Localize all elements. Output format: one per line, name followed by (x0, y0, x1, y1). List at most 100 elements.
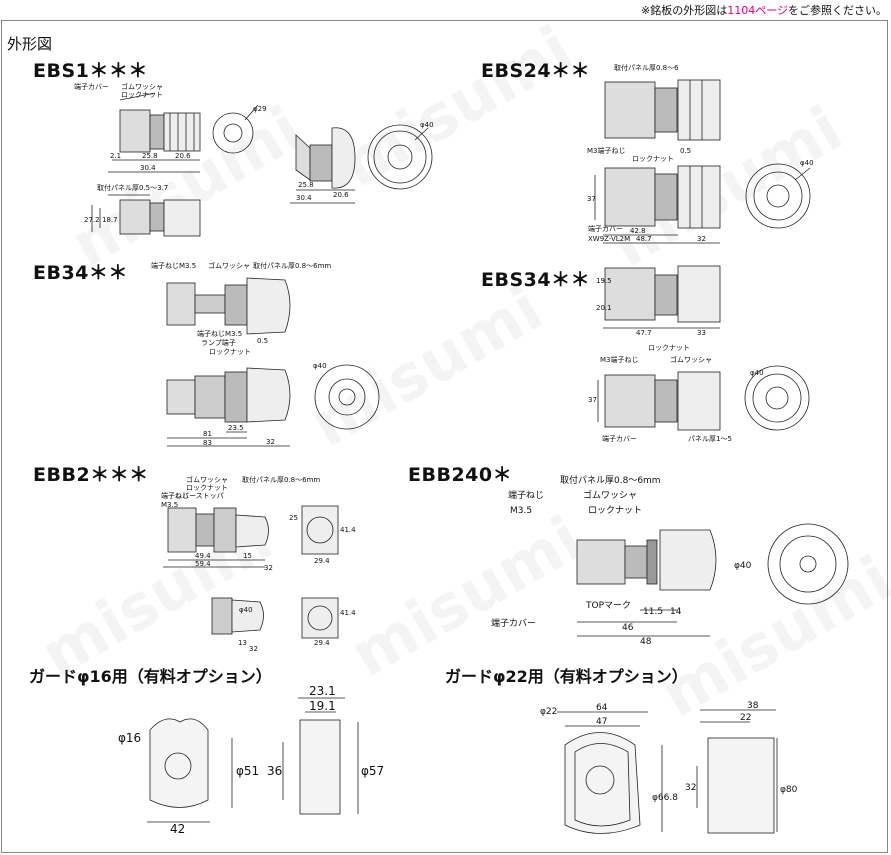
label: 取付パネル厚0.8～6mm (560, 475, 661, 486)
dim: 49.4 (195, 552, 211, 560)
dim: 42 (170, 822, 185, 836)
dim: 48 (640, 637, 652, 647)
dim: φ16 (118, 731, 141, 745)
label: 取付パネル厚0.8～6 (614, 63, 679, 72)
label: パネル厚1～5 (688, 435, 732, 443)
dim: 46 (622, 623, 634, 633)
label: ロックナット (186, 484, 228, 492)
label: M3端子ねじ (587, 146, 626, 155)
dim: 20.1 (596, 304, 612, 312)
ebs1-panel-view (91, 194, 201, 237)
note-prefix: ※銘板の外形図は (641, 4, 728, 17)
dim: 37 (587, 195, 596, 203)
dim: φ40 (800, 159, 814, 167)
label: 取付パネル厚0.8～6mm (253, 261, 331, 270)
label: ロックナット (588, 505, 642, 516)
ebs1-mushroom-side (290, 127, 356, 204)
dim: 20.6 (333, 191, 349, 199)
dimension-labels-large: 取付パネル厚0.8～6mm 端子ねじ ゴムワッシャ M3.5 ロックナット TO… (491, 475, 752, 647)
dim: 32 (685, 783, 696, 793)
ebb2-lever-view (211, 597, 339, 639)
dim: 41.4 (340, 526, 356, 534)
label: TOPマーク (585, 600, 631, 611)
dim: φ80 (780, 785, 798, 795)
dim: φ40 (750, 369, 764, 377)
model-eb34-title: EB34＊＊ (33, 262, 128, 284)
dim: 15 (243, 552, 252, 560)
ebb2-front-view (301, 505, 339, 555)
ebs24-top-view (604, 79, 721, 141)
label: レバーストッパ (175, 492, 224, 500)
label: 端子カバー (74, 82, 109, 91)
guard16-side-view (282, 697, 359, 815)
dim: 13 (238, 639, 247, 647)
eb34-side-view (166, 277, 291, 335)
guard22-side-view (696, 709, 778, 834)
dim: 29.4 (314, 639, 330, 647)
model-ebs34-title: EBS34＊＊ (481, 269, 591, 291)
label: 端子カバー (602, 434, 637, 443)
dim: 0.5 (257, 337, 268, 345)
dim: φ29 (253, 105, 267, 113)
label: ランプ端子 (201, 338, 236, 347)
dim: φ57 (361, 764, 384, 778)
guard-22-title: ガードφ22用（有料オプション） (445, 667, 688, 686)
dim: 81 (203, 430, 212, 438)
dim: φ40 (313, 362, 327, 370)
catalog-note: ※銘板の外形図は1104ページをご参照ください。 (641, 2, 887, 18)
note-page-link[interactable]: 1104ページ (727, 4, 788, 17)
dim: 32 (266, 438, 275, 446)
label: 端子ねじ (508, 489, 544, 501)
dim: 18.7 (102, 216, 118, 224)
dim: 23.5 (228, 424, 244, 432)
ebs1-mushroom-front (367, 124, 433, 190)
ebs24-side-view (594, 165, 721, 244)
dim: 19.5 (596, 277, 612, 285)
guard22-dimension-labels: 64 47 φ22 38 22 32 φ66.8 φ80 (540, 701, 798, 803)
guard-16-title: ガードφ16用（有料オプション） (29, 667, 272, 686)
label: ロックナット (209, 348, 251, 356)
dim: 11.5 (643, 607, 663, 617)
model-ebb2-title: EBB2＊＊＊ (33, 464, 149, 486)
label: M3.5 (510, 506, 532, 516)
label: ゴムワッシャ (583, 489, 637, 501)
section-title: 外形図 (7, 35, 53, 53)
ebb240-side-view (576, 529, 717, 637)
dim: φ51 (236, 764, 259, 778)
dim: 59.4 (195, 560, 211, 568)
dim: φ40 (420, 121, 434, 129)
dim: 20.6 (175, 152, 191, 160)
eb34-front-view (314, 364, 380, 430)
dim: 41.4 (340, 609, 356, 617)
drawing-frame (1, 20, 888, 853)
dim: 30.4 (140, 164, 156, 172)
label: ゴムワッシャ (208, 261, 250, 270)
ebb2-side-view (163, 507, 269, 568)
label: XW9Z-VL2M (588, 235, 630, 243)
label: M3.5 (161, 501, 178, 509)
label: 端子ねじ (161, 491, 189, 500)
label: 端子ねじM3.5 (151, 261, 196, 270)
model-ebs1-title: EBS1＊＊＊ (33, 60, 148, 82)
label: ロックナット (632, 155, 674, 163)
label: ゴムワッシャ (670, 355, 712, 364)
dim: 83 (203, 439, 212, 447)
dim: 0.5 (680, 147, 691, 155)
dim: 36 (267, 764, 282, 778)
dim: 42.8 (630, 227, 646, 235)
dim: 19.1 (309, 699, 336, 713)
label: ゴムワッシャ (121, 82, 163, 91)
dim: 47 (596, 717, 607, 727)
guard22-front-view (557, 711, 663, 834)
guard-dimension-labels: φ16 φ51 42 23.1 19.1 36 φ57 (118, 684, 384, 836)
dim: 32 (249, 645, 258, 653)
dim: φ22 (540, 707, 557, 717)
label: 取付パネル厚0.5～3.7 (97, 183, 168, 192)
label: 端子カバー (588, 224, 623, 233)
dim: 14 (670, 607, 682, 617)
dim: 23.1 (309, 684, 336, 698)
dim: 37 (588, 396, 597, 404)
dim: 64 (596, 703, 608, 713)
ebs34-front-view (744, 365, 810, 431)
dimension-labels: 端子カバー ゴムワッシャ ロックナット 2.1 25.8 20.6 30.4 取… (74, 63, 814, 653)
